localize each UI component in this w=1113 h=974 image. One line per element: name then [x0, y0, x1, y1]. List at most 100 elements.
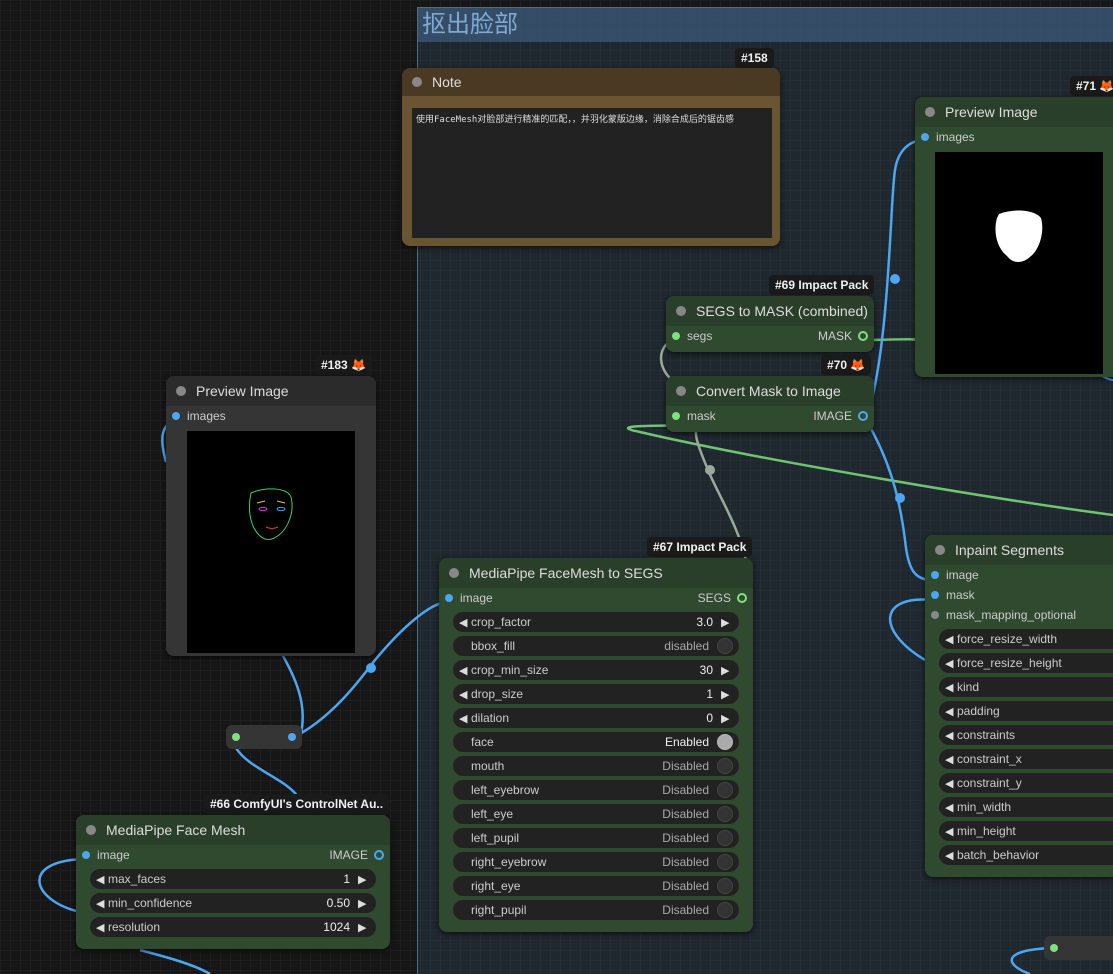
toggle-on-icon[interactable] — [717, 734, 733, 750]
decrement-arrow-icon[interactable]: ◀ — [96, 921, 105, 934]
decrement-arrow-icon[interactable]: ◀ — [945, 729, 954, 742]
output-segs[interactable]: SEGS — [698, 588, 753, 608]
decrement-arrow-icon[interactable]: ◀ — [459, 664, 468, 677]
widget-padding[interactable]: ◀padding — [939, 701, 1113, 721]
convert-mask-node[interactable]: Convert Mask to Image mask IMAGE — [666, 376, 874, 432]
reroute-node[interactable] — [226, 725, 302, 749]
toggle-off-icon[interactable] — [717, 806, 733, 822]
toggle-off-icon[interactable] — [717, 878, 733, 894]
decrement-arrow-icon[interactable]: ◀ — [459, 688, 468, 701]
reroute-node[interactable] — [1044, 936, 1113, 960]
inpaint-segments-node[interactable]: Inpaint Segments image mask mask_mapping… — [925, 535, 1113, 877]
node-header[interactable]: SEGS to MASK (combined) — [666, 296, 874, 326]
increment-arrow-icon[interactable]: ▶ — [721, 664, 730, 677]
input-segs[interactable]: segs — [666, 326, 712, 346]
input-image[interactable]: image — [925, 565, 1113, 585]
increment-arrow-icon[interactable]: ▶ — [721, 616, 730, 629]
node-header[interactable]: Convert Mask to Image — [666, 376, 874, 406]
note-node[interactable]: Note 使用FaceMesh对脸部进行精准的匹配，，并羽化蒙版边缘，消除合成后… — [402, 68, 780, 246]
node-header[interactable]: Note — [402, 68, 780, 96]
decrement-arrow-icon[interactable]: ◀ — [459, 616, 468, 629]
toggle-off-icon[interactable] — [717, 758, 733, 774]
input-images[interactable]: images — [166, 406, 376, 426]
input-pin-icon[interactable] — [931, 591, 939, 599]
decrement-arrow-icon[interactable]: ◀ — [945, 849, 954, 862]
widget-constraint-x[interactable]: ◀constraint_x — [939, 749, 1113, 769]
decrement-arrow-icon[interactable]: ◀ — [459, 712, 468, 725]
output-pin-icon[interactable] — [858, 411, 868, 421]
input-pin-icon[interactable] — [1050, 944, 1058, 952]
decrement-arrow-icon[interactable]: ◀ — [96, 873, 105, 886]
widget-constraints[interactable]: ◀constraints — [939, 725, 1113, 745]
collapse-dot-icon[interactable] — [449, 568, 459, 578]
input-image[interactable]: image — [439, 588, 493, 608]
toggle-off-icon[interactable] — [717, 782, 733, 798]
output-pin-icon[interactable] — [737, 593, 747, 603]
node-header[interactable]: Preview Image — [915, 97, 1113, 127]
input-pin-icon[interactable] — [672, 412, 680, 420]
widget-force-resize-height[interactable]: ◀force_resize_height — [939, 653, 1113, 673]
mediapipe-face-mesh-node[interactable]: MediaPipe Face Mesh image IMAGE ◀max_fac… — [76, 815, 390, 949]
increment-arrow-icon[interactable]: ▶ — [721, 712, 730, 725]
decrement-arrow-icon[interactable]: ◀ — [945, 681, 954, 694]
input-pin-icon[interactable] — [672, 332, 680, 340]
group-title[interactable]: 抠出脸部 — [418, 8, 1113, 42]
input-pin-icon[interactable] — [172, 412, 180, 420]
collapse-dot-icon[interactable] — [676, 306, 686, 316]
increment-arrow-icon[interactable]: ▶ — [721, 688, 730, 701]
decrement-arrow-icon[interactable]: ◀ — [945, 633, 954, 646]
input-pin-icon[interactable] — [445, 594, 453, 602]
input-images[interactable]: images — [915, 127, 1113, 147]
decrement-arrow-icon[interactable]: ◀ — [945, 657, 954, 670]
widget-constraint-y[interactable]: ◀constraint_y — [939, 773, 1113, 793]
input-mask[interactable]: mask — [666, 406, 716, 426]
widget-kind[interactable]: ◀kind — [939, 677, 1113, 697]
toggle-off-icon[interactable] — [717, 638, 733, 654]
facemesh-to-segs-node[interactable]: MediaPipe FaceMesh to SEGS image SEGS ◀c… — [439, 558, 753, 932]
preview-image-node-183[interactable]: Preview Image images — [166, 376, 376, 656]
collapse-dot-icon[interactable] — [925, 107, 935, 117]
decrement-arrow-icon[interactable]: ◀ — [945, 705, 954, 718]
toggle-off-icon[interactable] — [717, 902, 733, 918]
input-pin-icon[interactable] — [82, 851, 90, 859]
collapse-dot-icon[interactable] — [176, 386, 186, 396]
segs-to-mask-node[interactable]: SEGS to MASK (combined) segs MASK — [666, 296, 874, 352]
output-image[interactable]: IMAGE — [813, 406, 874, 426]
note-textarea[interactable]: 使用FaceMesh对脸部进行精准的匹配，，并羽化蒙版边缘，消除合成后的锯齿感 — [412, 108, 772, 238]
decrement-arrow-icon[interactable]: ◀ — [96, 897, 105, 910]
collapse-dot-icon[interactable] — [412, 77, 422, 87]
output-pin-icon[interactable] — [374, 850, 384, 860]
node-header[interactable]: MediaPipe Face Mesh — [76, 815, 390, 845]
widget-min-width[interactable]: ◀min_width — [939, 797, 1113, 817]
toggle-off-icon[interactable] — [717, 830, 733, 846]
output-pin-icon[interactable] — [288, 733, 296, 741]
widget-force-resize-width[interactable]: ◀force_resize_width — [939, 629, 1113, 649]
node-header[interactable]: Preview Image — [166, 376, 376, 406]
node-header[interactable]: Inpaint Segments — [925, 535, 1113, 565]
output-mask[interactable]: MASK — [818, 326, 874, 346]
increment-arrow-icon[interactable]: ▶ — [358, 897, 367, 910]
output-image[interactable]: IMAGE — [329, 845, 390, 865]
collapse-dot-icon[interactable] — [86, 825, 96, 835]
input-pin-icon[interactable] — [232, 733, 240, 741]
toggle-off-icon[interactable] — [717, 854, 733, 870]
input-image[interactable]: image — [76, 845, 130, 865]
output-pin-icon[interactable] — [858, 331, 868, 341]
widget-min-height[interactable]: ◀min_height — [939, 821, 1113, 841]
